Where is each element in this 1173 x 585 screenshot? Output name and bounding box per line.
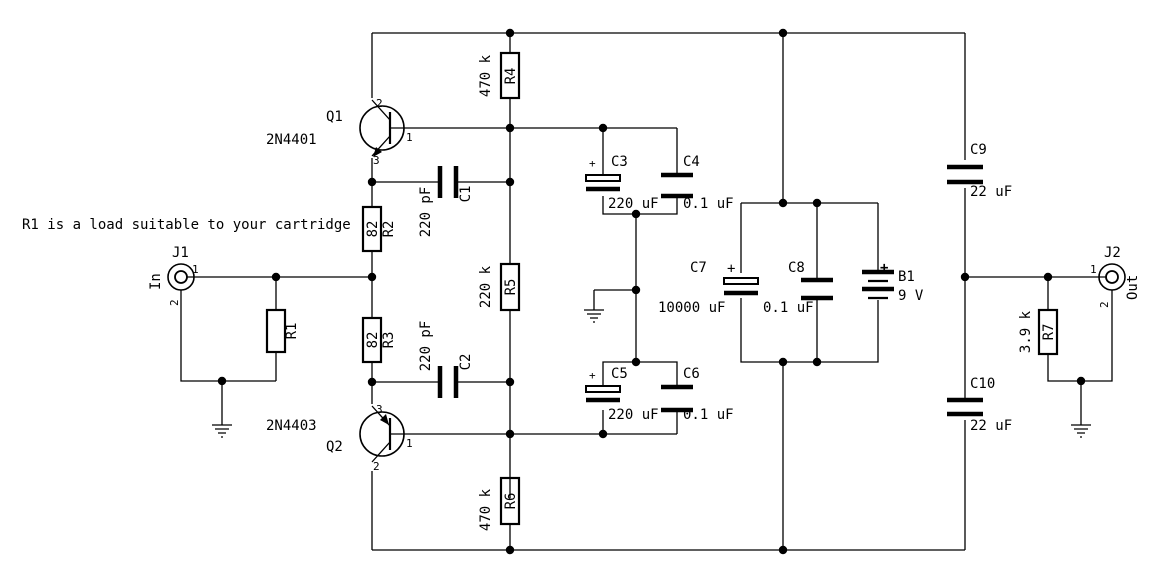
- q1-pin1: 1: [406, 131, 413, 144]
- c3-ref: C3: [611, 154, 628, 170]
- ground-symbol-output: [1071, 424, 1091, 438]
- j1-label: In: [148, 273, 164, 290]
- resistor-r1: R1: [265, 308, 300, 354]
- j1-pin1: 1: [192, 263, 199, 276]
- j2-pin2: 2: [1098, 301, 1111, 308]
- r1-ref: R1: [284, 323, 300, 340]
- r5-value: 220 k: [478, 265, 494, 308]
- r2-ref: R2: [381, 221, 397, 238]
- q2-value: 2N4403: [266, 418, 317, 434]
- b1-ref: B1: [898, 269, 915, 285]
- transistor-q2: 3 2 1 Q2 2N4403: [266, 403, 413, 473]
- q2-ref: Q2: [326, 439, 343, 455]
- c8-value: 0.1 uF: [763, 300, 814, 316]
- c9-ref: C9: [970, 142, 987, 158]
- capacitor-c4: C4 0.1 uF: [661, 154, 734, 212]
- c2-value: 220 pF: [418, 321, 434, 372]
- j2-ref: J2: [1104, 245, 1121, 261]
- c10-ref: C10: [970, 376, 995, 392]
- c3-value: 220 uF: [608, 196, 659, 212]
- resistor-r5: R5 220 k: [478, 262, 521, 312]
- capacitor-c7: + C7 10000 uF: [658, 260, 759, 316]
- j1-ref: J1: [172, 245, 189, 261]
- capacitor-c8: C8 0.1 uF: [763, 260, 833, 316]
- q1-pin2: 2: [376, 97, 383, 110]
- c8-ref: C8: [788, 260, 805, 276]
- c1-ref: C1: [458, 186, 474, 203]
- c5-ref: C5: [611, 366, 628, 382]
- r2-value: 82: [365, 221, 381, 238]
- r6-ref: R6: [503, 493, 519, 510]
- capacitor-c1: C1 220 pF: [418, 166, 474, 237]
- r7-ref: R7: [1041, 324, 1057, 341]
- q1-value: 2N4401: [266, 132, 317, 148]
- capacitor-c2: C2 220 pF: [418, 321, 474, 398]
- connector-j2: J2 1 2 Out: [1090, 245, 1141, 308]
- q2-pin3: 3: [376, 403, 383, 416]
- cartridge-load-note: R1 is a load suitable to your cartridge: [22, 217, 351, 233]
- ground-symbol-input: [212, 424, 232, 438]
- c10-value: 22 uF: [970, 418, 1012, 434]
- r4-value: 470 k: [478, 54, 494, 97]
- j1-pin2: 2: [168, 299, 181, 306]
- b1-plus: +: [880, 260, 888, 276]
- q1-ref: Q1: [326, 109, 343, 125]
- c7-plus: +: [727, 261, 735, 277]
- j2-label: Out: [1125, 275, 1141, 300]
- c4-ref: C4: [683, 154, 700, 170]
- c7-ref: C7: [690, 260, 707, 276]
- junctions: [217, 28, 1086, 555]
- c6-ref: C6: [683, 366, 700, 382]
- q2-pin1: 1: [406, 437, 413, 450]
- r6-value: 470 k: [478, 488, 494, 531]
- q2-pin2: 2: [373, 460, 380, 473]
- resistor-r7: R7 3.9 k: [1018, 308, 1059, 356]
- resistor-r2: 82 R2: [361, 205, 397, 253]
- c6-value: 0.1 uF: [683, 407, 734, 423]
- r3-ref: R3: [381, 332, 397, 349]
- q1-pin3: 3: [373, 154, 380, 167]
- c9-value: 22 uF: [970, 184, 1012, 200]
- r4-ref: R4: [503, 68, 519, 85]
- capacitor-c10: C10 22 uF: [947, 376, 1012, 434]
- c5-value: 220 uF: [608, 407, 659, 423]
- resistor-r6: R6 470 k: [478, 476, 521, 531]
- c1-value: 220 pF: [418, 187, 434, 238]
- r3-value: 82: [365, 332, 381, 349]
- b1-value: 9 V: [898, 288, 924, 304]
- resistor-r4: R4 470 k: [478, 51, 521, 100]
- c3-plus: +: [589, 157, 596, 170]
- capacitor-c3: + C3 220 uF: [585, 154, 659, 212]
- capacitor-c6: C6 0.1 uF: [661, 366, 734, 423]
- capacitor-c5: + C5 220 uF: [585, 366, 659, 423]
- r7-value: 3.9 k: [1018, 310, 1034, 353]
- c2-ref: C2: [458, 354, 474, 371]
- c5-plus: +: [589, 369, 596, 382]
- j2-pin1: 1: [1090, 263, 1097, 276]
- resistor-r3: 82 R3: [361, 316, 397, 364]
- battery-b1: + B1 9 V: [862, 260, 924, 304]
- ground-symbol-mid: [584, 309, 604, 323]
- c4-value: 0.1 uF: [683, 196, 734, 212]
- c7-value: 10000 uF: [658, 300, 725, 316]
- wires: [180, 32, 1113, 551]
- capacitor-c9: C9 22 uF: [947, 142, 1012, 200]
- r5-ref: R5: [503, 279, 519, 296]
- connector-j1: J1 1 2 In: [148, 245, 199, 306]
- transistor-q1: 2 3 1 Q1 2N4401: [266, 97, 413, 167]
